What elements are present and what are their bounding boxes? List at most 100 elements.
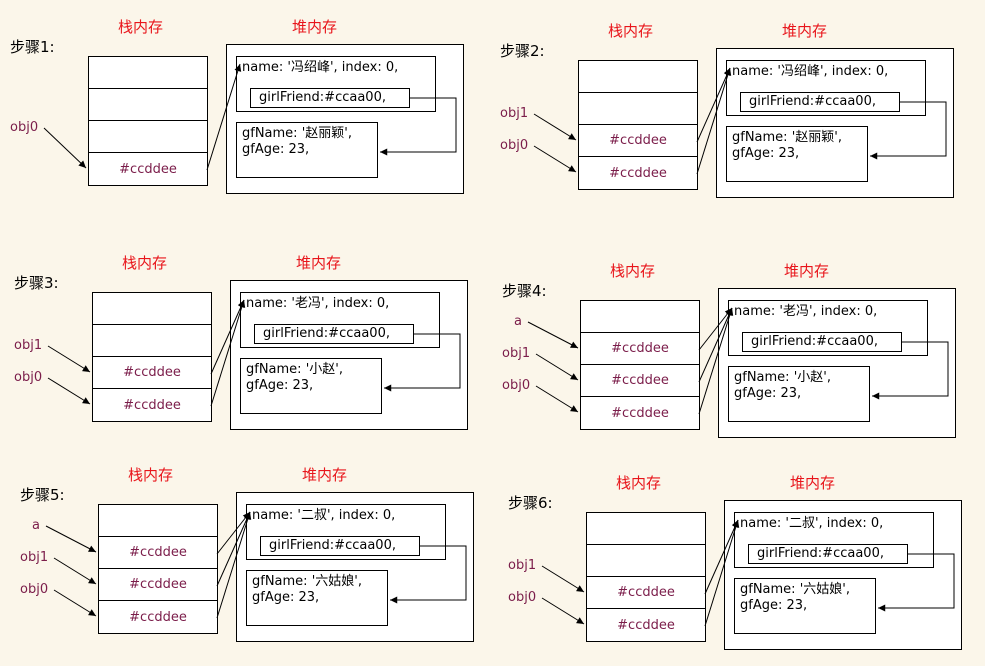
girlfriend-reference: girlFriend:#ccaa00, (742, 332, 902, 352)
variable-obj1: obj1 (500, 106, 529, 121)
stack-cell: #ccddee (93, 389, 211, 421)
gfage-line: gfAge: 23, (734, 386, 802, 401)
stack-address: #ccddee (609, 133, 667, 148)
stack-header: 栈内存 (608, 22, 654, 40)
stack-address: #ccddee (129, 609, 187, 625)
step-title: 步骤5: (20, 486, 65, 504)
stack-cell: #ccddee (89, 153, 207, 185)
var-arrow-obj1-head (576, 585, 584, 592)
stack-header: 栈内存 (118, 18, 164, 36)
step-title: 步骤6: (508, 494, 553, 512)
girlfriend-reference: girlFriend:#ccaa00, (740, 92, 900, 112)
girlfriend-object: gfName: '小赵',gfAge: 23, (728, 366, 870, 422)
var-arrow-obj1 (53, 557, 97, 585)
stack-address: #ccddee (617, 617, 675, 633)
stack-cell (587, 545, 705, 577)
step-title: 步骤4: (502, 282, 547, 300)
stack-cell: #ccddee (579, 125, 697, 157)
gfname-line: gfName: '六姑娘', (252, 574, 362, 589)
stack-address: #ccddee (129, 545, 187, 560)
var-arrow-obj0 (533, 145, 577, 173)
stack-address: #ccddee (123, 397, 181, 413)
step-title: 步骤2: (500, 42, 545, 60)
stack-memory: #ccddee (88, 56, 208, 186)
stack-cell (93, 293, 211, 325)
girlfriend-reference: girlFriend:#ccaa00, (254, 324, 414, 344)
variable-obj0: obj0 (500, 138, 529, 153)
step-title: 步骤3: (14, 274, 59, 292)
stack-header: 栈内存 (122, 254, 168, 272)
gfage-line: gfAge: 23, (740, 598, 808, 613)
variable-obj1: obj1 (502, 346, 531, 361)
name-line: name: '二叔', index: 0, (252, 508, 396, 523)
stack-cell: #ccddee (581, 333, 699, 365)
var-arrow-obj1-head (568, 133, 576, 140)
gfname-line: gfName: '赵丽颖', (242, 126, 352, 141)
heap-header: 堆内存 (302, 466, 348, 484)
stack-memory: #ccddee #ccddee (578, 60, 698, 190)
stack-cell: #ccddee (587, 609, 705, 641)
stack-cell: #ccddee (579, 157, 697, 189)
gfage-line: gfAge: 23, (252, 590, 320, 605)
girlfriend-reference: girlFriend:#ccaa00, (260, 536, 420, 556)
variable-obj1: obj1 (20, 550, 49, 565)
gfname-line: gfName: '赵丽颖', (732, 130, 842, 145)
girlfriend-reference: girlFriend:#ccaa00, (250, 88, 410, 108)
var-arrow-obj1 (541, 565, 585, 593)
variable-obj0: obj0 (20, 582, 49, 597)
stack-address: #ccddee (617, 585, 675, 600)
name-line: name: '冯绍峰', index: 0, (242, 60, 399, 75)
var-arrow-obj1 (47, 345, 91, 373)
stack-cell (579, 61, 697, 93)
stack-cell (587, 513, 705, 545)
name-line: name: '二叔', index: 0, (740, 516, 884, 531)
var-arrow-obj0-head (88, 609, 96, 616)
stack-address: #ccddee (611, 373, 669, 388)
stack-memory: #ccddee#ccddee (92, 292, 212, 422)
girlfriend-object: gfName: '小赵',gfAge: 23, (240, 358, 382, 414)
var-arrow-a (527, 321, 579, 349)
heap-header: 堆内存 (296, 254, 342, 272)
heap-header: 堆内存 (292, 18, 338, 36)
var-arrow-obj1 (535, 353, 579, 381)
stack-cell: #ccddee (587, 577, 705, 609)
girlfriend-object: gfName: '赵丽颖',gfAge: 23, (236, 122, 378, 178)
girlfriend-reference: girlFriend:#ccaa00, (748, 544, 908, 564)
gfage-line: gfAge: 23, (732, 146, 800, 161)
var-arrow-obj0-head (82, 397, 90, 404)
variable-a: a (32, 518, 40, 533)
variable-obj0: obj0 (10, 120, 39, 135)
gfage-line: gfAge: 23, (246, 378, 314, 393)
step-title: 步骤1: (10, 38, 55, 56)
variable-obj0: obj0 (508, 590, 537, 605)
stack-address: #ccddee (609, 165, 667, 181)
stack-cell (89, 121, 207, 153)
var-arrow-obj0 (43, 127, 87, 169)
girlfriend-object: gfName: '六姑娘',gfAge: 23, (734, 578, 876, 634)
stack-cell: #ccddee (581, 365, 699, 397)
var-arrow-obj1 (533, 113, 577, 141)
gfname-line: gfName: '六姑娘', (740, 582, 850, 597)
var-arrow-obj0-head (576, 617, 584, 624)
name-line: name: '老冯', index: 0, (246, 296, 390, 311)
stack-cell (99, 505, 217, 537)
girlfriend-object: gfName: '六姑娘',gfAge: 23, (246, 570, 388, 626)
stack-cell (93, 325, 211, 357)
heap-header: 堆内存 (784, 262, 830, 280)
stack-header: 栈内存 (616, 474, 662, 492)
step-1: 步骤1: 栈内存 堆内存 #ccddee obj0 name: '冯绍峰', index:… (0, 0, 480, 210)
stack-address: #ccddee (611, 405, 669, 421)
name-line: name: '冯绍峰', index: 0, (732, 64, 889, 79)
var-arrow-obj0 (47, 377, 91, 405)
var-arrow-obj1-head (82, 365, 90, 372)
stack-cell: #ccddee (581, 397, 699, 429)
stack-cell (89, 89, 207, 121)
variable-obj0: obj0 (14, 370, 43, 385)
var-arrow-a (45, 525, 97, 553)
gfname-line: gfName: '小赵', (734, 370, 831, 385)
